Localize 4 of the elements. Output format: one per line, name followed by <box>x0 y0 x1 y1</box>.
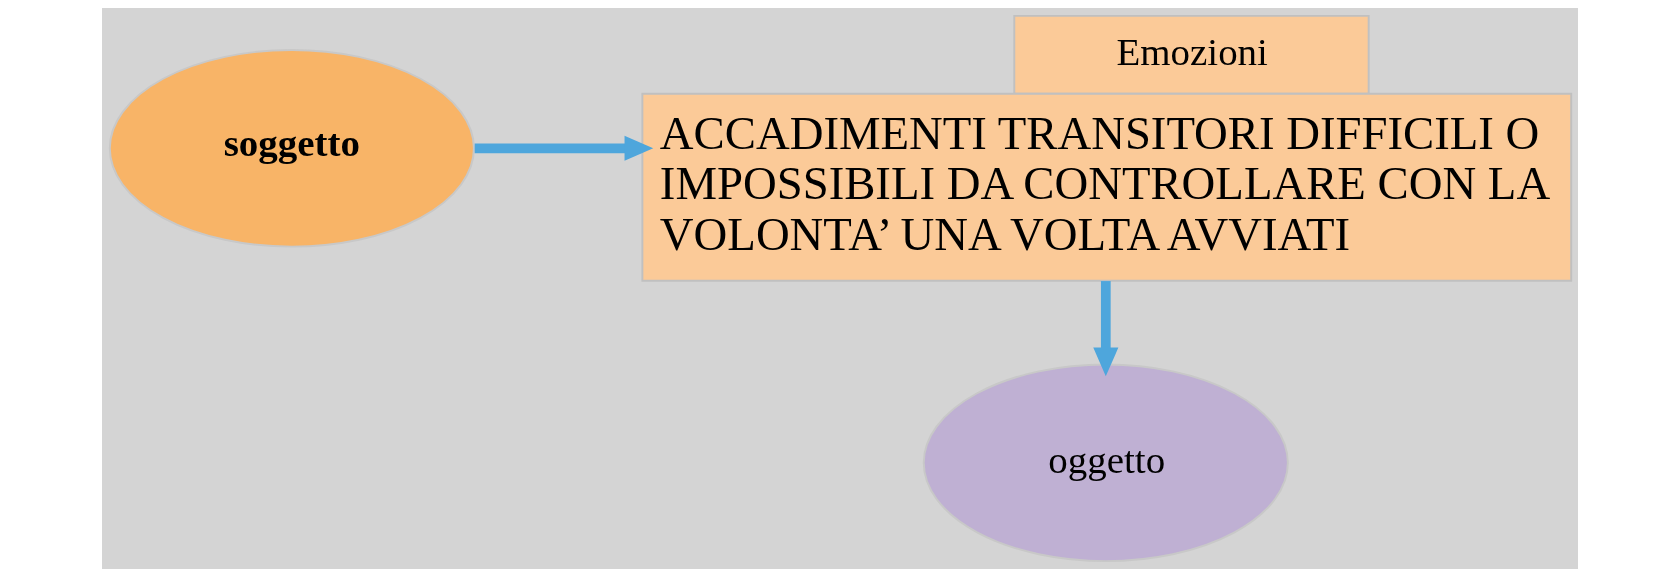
arrow <box>474 135 653 161</box>
node-ellipse: soggetto <box>108 49 475 248</box>
arrow <box>1092 281 1118 377</box>
node-ellipse: oggetto <box>922 363 1289 563</box>
